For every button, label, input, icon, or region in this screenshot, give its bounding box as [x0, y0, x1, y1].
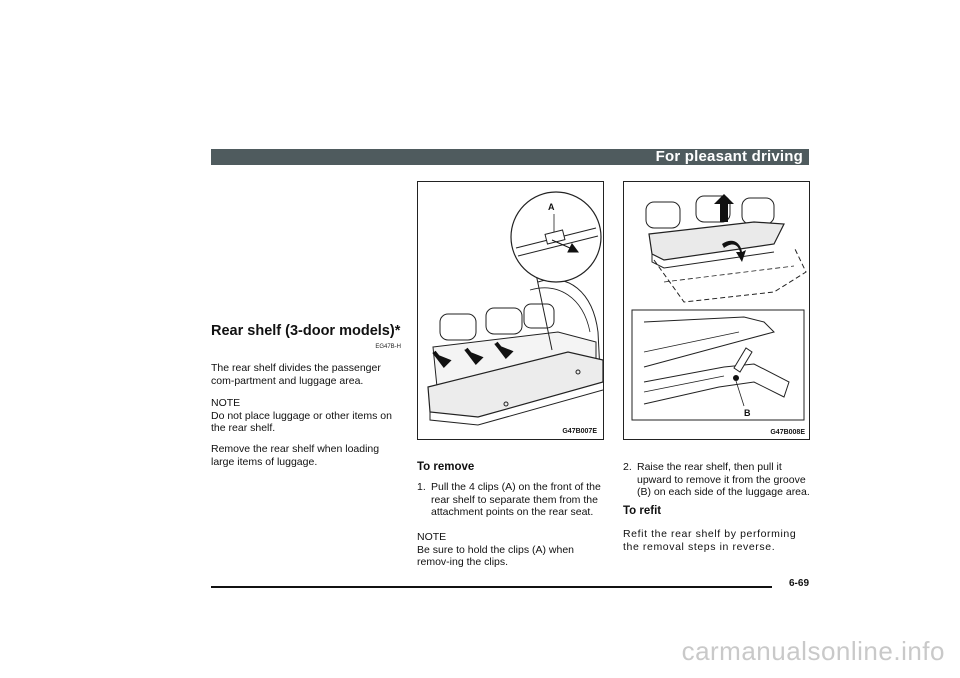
intro-paragraph: The rear shelf divides the passenger com… [211, 362, 381, 387]
step-number: 1. [417, 481, 426, 493]
section-header-title: For pleasant driving [655, 148, 803, 165]
callout-label-b: B [744, 408, 751, 418]
figure-code: G47B007E [562, 428, 597, 435]
step-text: Pull the 4 clips (A) on the front of the… [431, 481, 601, 518]
section-header-bar: For pleasant driving [211, 149, 809, 165]
illustration-rear-shelf-clips [427, 191, 603, 426]
section-code: EG47B-H [375, 344, 401, 350]
step-text: Raise the rear shelf, then pull it upwar… [637, 461, 810, 498]
watermark-text: carmanualsonline.info [681, 636, 945, 666]
callout-label-a: A [548, 202, 555, 212]
illustration-rear-shelf-groove [631, 194, 807, 421]
remove-heading: To remove [417, 461, 475, 473]
section-title: Rear shelf (3-door models)* [211, 323, 401, 339]
refit-heading: To refit [623, 505, 662, 517]
figure-remove-clips: G47B007E A [417, 181, 604, 440]
figure-remove-shelf: G47B008E B [623, 181, 810, 440]
remove-note: NOTE Be sure to hold the clips (A) when … [417, 531, 574, 568]
footer-rule [211, 586, 809, 588]
page-number: 6-69 [772, 578, 809, 589]
step-number: 2. [623, 461, 632, 473]
refit-text: Refit the rear shelf by performing the r… [623, 528, 797, 553]
loading-paragraph: Remove the rear shelf when loading large… [211, 443, 380, 468]
note-paragraph: NOTE Do not place luggage or other items… [211, 397, 392, 434]
figure-code: G47B008E [770, 429, 805, 436]
